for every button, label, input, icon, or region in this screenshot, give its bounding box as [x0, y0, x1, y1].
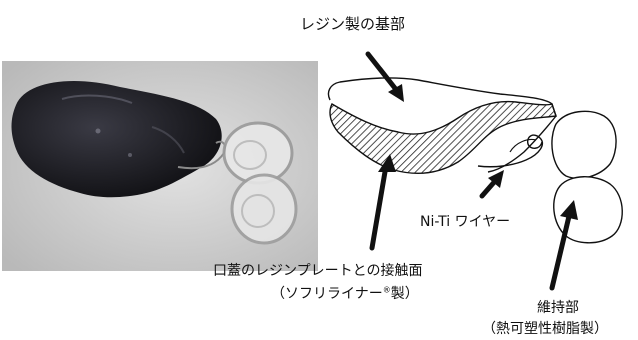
retainer-clasp-outline: [552, 111, 616, 178]
registered-mark: ®: [383, 285, 391, 294]
arrow-wire: [482, 170, 504, 196]
palate-contact-material-label: （ソフリライナー®製）: [271, 284, 419, 304]
palate-contact-material-prefix: （ソフリライナー: [271, 286, 383, 302]
wire-label: Ni-Ti ワイヤー: [420, 212, 510, 232]
retainer-material-label: （熱可塑性樹脂製）: [482, 319, 608, 339]
palate-contact-label: 口蓋のレジンプレートとの接触面: [213, 261, 422, 281]
palate-contact-material-suffix: 製）: [391, 286, 419, 302]
retainer-label: 維持部: [537, 298, 579, 318]
arrow-palate-contact: [372, 154, 396, 248]
resin-base-label: レジン製の基部: [300, 14, 405, 34]
palate-contact-surface: [330, 102, 556, 174]
wire-outline: [510, 140, 536, 153]
